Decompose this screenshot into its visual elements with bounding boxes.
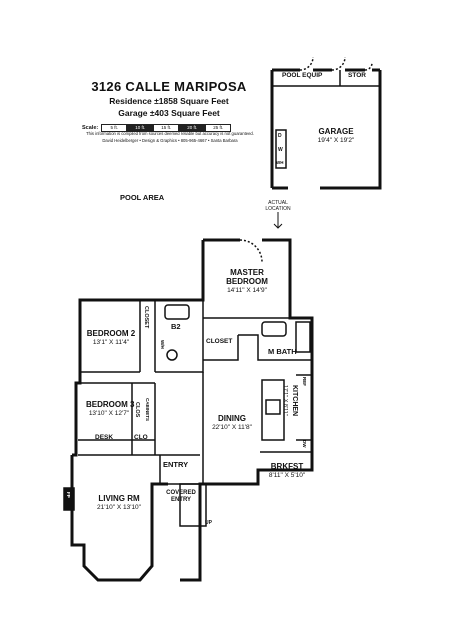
brkfst-label: BRKFST 8'11" X 5'10"	[262, 462, 312, 480]
garage-name: GARAGE	[318, 127, 354, 136]
master-dims: 14'11" X 14'9"	[227, 287, 267, 294]
scale-tick-4: 20 ft.	[179, 124, 206, 132]
actual-location-line2: LOCATION	[265, 206, 291, 212]
living-dims: 21'10" X 13'10"	[97, 504, 141, 511]
master-bedroom-label: MASTER BEDROOM 14'11" X 14'9"	[212, 268, 282, 295]
garage-label: GARAGE 19'4" X 19'2"	[292, 127, 380, 145]
master-name2: BEDROOM	[226, 277, 268, 286]
garage-walls	[270, 68, 382, 190]
master-name1: MASTER	[230, 268, 264, 277]
brkfst-dims: 8'11" X 5'10"	[268, 472, 306, 479]
living-room-label: LIVING RM 21'10" X 13'10"	[90, 494, 148, 512]
scale-tick-1: 5 ft.	[101, 124, 128, 132]
interior-walls	[80, 300, 290, 384]
covered-entry-label: COVERED ENTRY	[160, 490, 202, 504]
entry-label: ENTRY	[163, 460, 189, 469]
covered-entry-name1: COVERED	[166, 490, 196, 496]
dining-name: DINING	[218, 414, 246, 423]
mbath-label: M BATH	[268, 347, 297, 356]
garage-wh-label: WH	[276, 160, 284, 165]
scale-tick-2: 10 ft.	[127, 124, 154, 132]
fireplace-box	[63, 487, 75, 511]
living-name: LIVING RM	[98, 494, 140, 503]
residence-outer-walls	[180, 238, 314, 582]
bedroom3-dims: 13'10" X 12'7"	[88, 410, 130, 417]
credit-line: David Heidelberger • Design & Graphics •…	[102, 138, 238, 143]
bedroom2-label: BEDROOM 2 13'1" X 11'4"	[82, 329, 140, 347]
desk-label: DESK	[95, 434, 114, 441]
closet-b2-label: CLOSET	[143, 306, 149, 329]
clo-label: CLO	[134, 434, 148, 441]
bedroom3-label: BEDROOM 3 13'10" X 12'7"	[86, 400, 135, 418]
garage-w-label: W	[278, 147, 283, 153]
scale-tick-3: 15 ft.	[153, 124, 180, 132]
residence-area: Residence ±1858 Square Feet	[109, 96, 229, 106]
disclaimer: This information is compiled from source…	[86, 131, 254, 136]
cabinets-label: CABINETS	[145, 398, 150, 422]
garage-d-label: D	[278, 133, 282, 139]
closet-hall-label: CLOSET	[206, 338, 233, 345]
actual-location-label: ACTUAL LOCATION	[258, 200, 298, 212]
scale-label: Scale:	[82, 125, 99, 131]
pool-equip-label: POOL EQUIP	[282, 72, 323, 79]
ref-label: REF	[302, 377, 307, 386]
kitchen-name: KITCHEN	[291, 385, 298, 417]
fp-label: FP	[66, 492, 71, 498]
pool-area-label: POOL AREA	[120, 193, 165, 202]
garage-dims: 19'4" X 19'2"	[317, 137, 355, 144]
kitchen-island	[261, 379, 285, 441]
bedroom2-dims: 13'1" X 11'4"	[92, 339, 130, 346]
bedroom2-name: BEDROOM 2	[86, 329, 136, 338]
kitchen-dims: 17'1" X 8'11"	[282, 385, 288, 416]
property-address: 3126 CALLE MARIPOSA	[91, 79, 247, 94]
wh-label: W/H	[160, 340, 165, 349]
dining-label: DINING 22'10" X 11'8"	[206, 414, 258, 432]
scale-tick-5: 25 ft.	[205, 124, 232, 132]
up-label: UP	[205, 520, 212, 526]
clos-label: CLOS	[134, 402, 140, 418]
dw-label: DW	[302, 440, 307, 448]
scale-bar: Scale: 5 ft. 10 ft. 15 ft. 20 ft. 25 ft.	[82, 124, 232, 132]
garage-area: Garage ±403 Square Feet	[118, 108, 220, 118]
actual-location-line1: ACTUAL	[268, 200, 288, 206]
brkfst-name: BRKFST	[270, 462, 304, 471]
stor-label: STOR	[348, 72, 366, 79]
b2-label: B2	[171, 322, 181, 331]
dining-dims: 22'10" X 11'8"	[212, 424, 252, 431]
bedroom3-name: BEDROOM 3	[86, 400, 135, 409]
actual-location-arrow	[273, 212, 283, 229]
covered-entry-name2: ENTRY	[170, 497, 192, 503]
